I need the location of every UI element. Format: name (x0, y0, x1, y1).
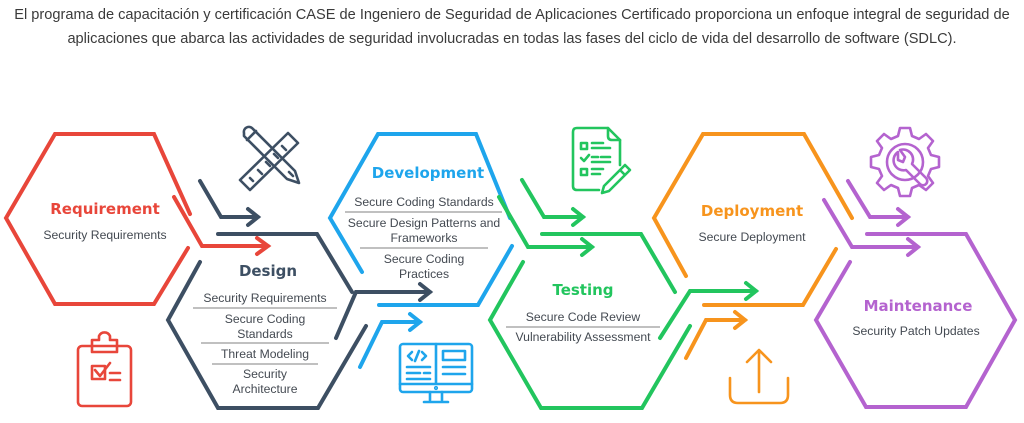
phase-requirement: Requirement Security Requirements (43, 200, 166, 242)
phase-item-line: Practices (399, 267, 449, 281)
intro-line-2: aplicaciones que abarca las actividades … (67, 31, 957, 47)
connector-deploy-maint-purple-arrow (822, 198, 922, 257)
phase-title-development: Development (372, 164, 484, 182)
phase-item-line: Secure Coding Standards (354, 195, 494, 209)
phase-item: Threat Modeling (221, 347, 309, 361)
gear-wrench-icon (869, 126, 941, 198)
hex-development-outline-bottom (377, 244, 514, 307)
phase-title-deployment: Deployment (701, 202, 803, 220)
intro-line-1: El programa de capacitación y certificac… (14, 7, 1010, 23)
hex-development (327, 132, 514, 307)
connector-dev-test-arrow (520, 178, 587, 227)
hex-maintenance-outline (813, 232, 1018, 409)
phase-item: Secure Deployment (698, 230, 806, 244)
hex-design-outline (165, 260, 368, 410)
hex-deployment-outline-bottom (702, 247, 838, 307)
phase-item: Vulnerability Assessment (515, 330, 651, 344)
phase-item: Security Requirements (203, 291, 326, 305)
hex-maintenance (813, 232, 1018, 409)
phase-item-line: Frameworks (390, 231, 457, 245)
phase-deployment: Deployment Secure Deployment (698, 202, 806, 244)
hex-development-outline (327, 132, 512, 274)
phase-item-line: Architecture (232, 382, 297, 396)
hex-deployment-outline (651, 132, 854, 278)
phase-title-design: Design (239, 262, 297, 280)
phase-title-testing: Testing (552, 281, 613, 299)
phase-item: Secure Code Review (526, 310, 641, 324)
connector-design-dev-blue-arrow (358, 312, 424, 369)
pencil-ruler-icon (238, 125, 301, 192)
phase-development: Development Secure Coding Standards Secu… (345, 164, 502, 281)
phase-item-line: Secure Design Patterns and (348, 216, 500, 230)
hex-testing-outline-top (540, 232, 677, 294)
connector-req-design-arrow (198, 179, 262, 227)
intro-paragraph: El programa de capacitación y certificac… (0, 3, 1024, 51)
code-monitor-icon (398, 342, 474, 404)
hex-requirement-outline (3, 132, 192, 306)
connector-deploy-maint-arrow (846, 179, 912, 227)
phase-maintenance: Maintenance Security Patch Updates (852, 297, 979, 338)
phase-item: Security Requirements (43, 228, 166, 242)
connector-req-design-red-arrow (172, 195, 272, 256)
hex-testing-outline (487, 260, 692, 410)
hex-testing (487, 232, 692, 410)
phase-title-requirement: Requirement (50, 200, 160, 218)
upload-icon (728, 348, 790, 405)
phase-item-line: Standards (237, 327, 293, 341)
phase-testing: Testing Secure Code Review Vulnerability… (506, 281, 660, 344)
phase-design: Design Security Requirements Secure Codi… (193, 262, 337, 396)
phase-item: Security Patch Updates (852, 324, 979, 338)
phase-item-line: Security (243, 367, 288, 381)
hex-deployment (651, 132, 854, 307)
clipboard-check-icon (76, 331, 133, 408)
phase-item-line: Secure Coding (384, 252, 465, 266)
connector-test-deploy-arrow (658, 281, 760, 340)
phase-item-line: Secure Code Review (526, 310, 641, 324)
phase-title-maintenance: Maintenance (864, 297, 973, 315)
hex-requirement (3, 132, 192, 306)
connector-test-deploy-orange-arrow (684, 310, 749, 360)
connector-design-dev-arrow (334, 282, 434, 340)
hex-design-outline-top (216, 232, 354, 294)
phase-item-line: Secure Coding (225, 312, 306, 326)
hex-design (165, 232, 368, 410)
phase-item: Secure Coding Standards (354, 195, 494, 209)
connector-dev-test-green-arrow (497, 195, 596, 257)
phase-item-line: Vulnerability Assessment (515, 330, 651, 344)
checklist-document-icon (571, 126, 632, 195)
phase-item-line: Threat Modeling (221, 347, 309, 361)
phase-item-line: Security Requirements (203, 291, 326, 305)
